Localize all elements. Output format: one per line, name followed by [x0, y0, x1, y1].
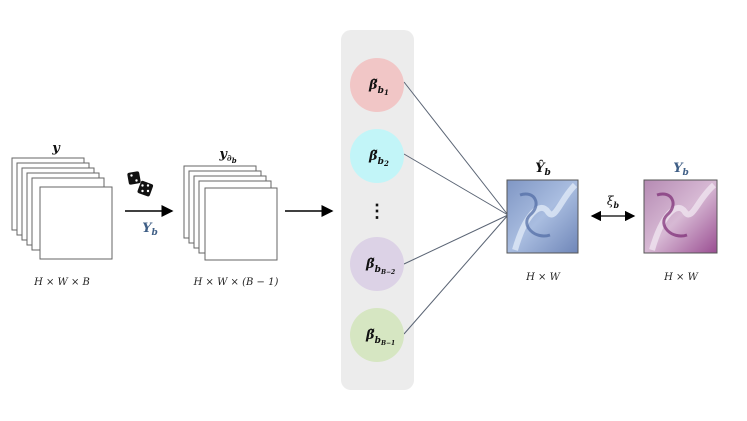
masked-stack-dims: H × W × (B − 1): [193, 277, 279, 288]
estimator-4: β̃bB−1: [350, 308, 404, 362]
masked-stack-label: y∂b: [218, 147, 236, 165]
loss-label: ξb: [607, 194, 620, 210]
estimator-panel: [341, 30, 414, 390]
estimator-1: β̃b1: [350, 58, 404, 112]
masked-stack: [183, 165, 278, 261]
estimator-2: β̃b2: [350, 129, 404, 183]
estimator-edges: [403, 81, 509, 335]
prediction-image: [506, 179, 579, 254]
target-image: [643, 179, 718, 254]
estimator-3-label: β̃bB−2: [365, 257, 395, 276]
prediction-label: Ŷb: [535, 160, 551, 178]
input-stack: [11, 157, 113, 260]
input-stack-label: y: [51, 141, 61, 156]
masking-arrow-label: Yb: [142, 221, 158, 238]
dice-icon: [127, 171, 154, 197]
estimator-3: β̃bB−2: [350, 237, 404, 291]
target-label: Yb: [673, 161, 689, 178]
estimator-2-label: β̃b2: [368, 149, 389, 168]
target-dims: H × W: [663, 272, 698, 283]
estimator-1-label: β̃b1: [368, 78, 389, 97]
prediction-dims: H × W: [525, 272, 560, 283]
estimator-ellipsis: ⋮: [368, 201, 386, 222]
estimator-4-label: β̃bB−1: [365, 328, 395, 347]
input-stack-dims: H × W × B: [33, 277, 90, 288]
